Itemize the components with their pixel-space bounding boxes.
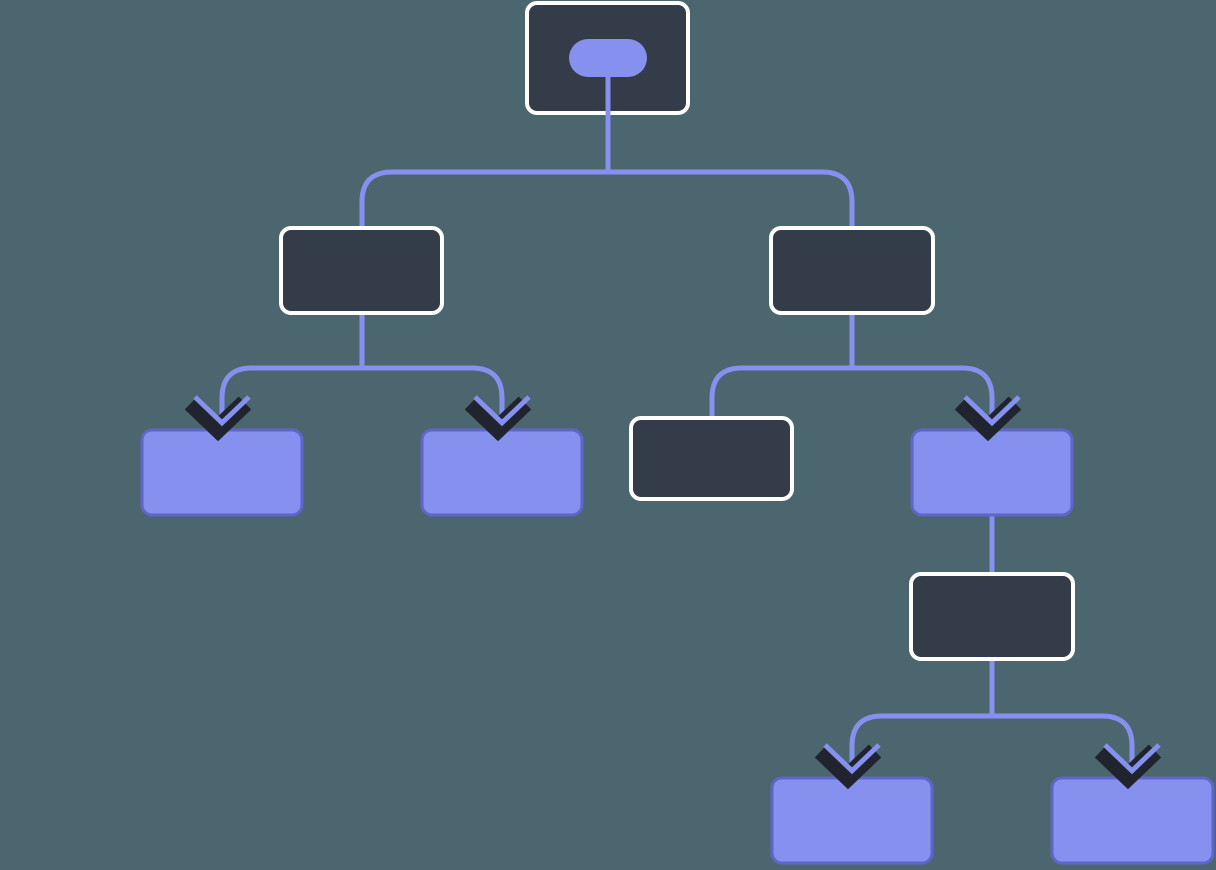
arrowhead-arrow-leaf-3: [954, 395, 1022, 442]
nodes-layer: [140, 1, 1215, 865]
connector-branch-right-to-dark-leaf: [709, 365, 852, 418]
connector-sub-branch-to-leaf-5: [992, 713, 1135, 780]
node-leaf-node-1[interactable]: [140, 428, 304, 517]
arrowhead-arrow-leaf-1: [184, 395, 252, 442]
node-dark-leaf-node[interactable]: [629, 416, 794, 501]
connector-sub-branch-to-leaf-4: [849, 713, 992, 780]
connector-branch-left-to-leaf-1: [219, 365, 362, 432]
node-leaf-node-3[interactable]: [910, 428, 1074, 517]
arrowhead-tip: [823, 743, 881, 775]
node-surface-dark[interactable]: [629, 416, 794, 501]
node-branch-node-right[interactable]: [769, 226, 935, 315]
connector-branch-right-to-leaf-3: [852, 365, 995, 432]
node-surface-accent[interactable]: [1050, 776, 1215, 865]
connectors-layer: [219, 113, 1135, 780]
node-surface-accent[interactable]: [770, 776, 934, 865]
node-leaf-node-2[interactable]: [420, 428, 584, 517]
arrowhead-arrow-leaf-4: [814, 743, 882, 790]
node-root-node[interactable]: [525, 1, 690, 118]
arrowhead-tip: [473, 395, 531, 427]
node-branch-node-left[interactable]: [279, 226, 444, 315]
node-surface-accent[interactable]: [140, 428, 304, 517]
node-surface-dark[interactable]: [279, 226, 444, 315]
arrowhead-arrow-leaf-5: [1094, 743, 1162, 790]
connector-root-to-branch-right: [608, 169, 855, 228]
connector-branch-left-to-leaf-2: [362, 365, 505, 432]
node-surface-dark[interactable]: [769, 226, 935, 315]
node-leaf-node-4[interactable]: [770, 776, 934, 865]
node-sub-branch-node[interactable]: [909, 572, 1075, 661]
arrowhead-tip: [193, 395, 251, 427]
arrowhead-tip: [1103, 743, 1161, 775]
connector-root-to-branch-left: [359, 169, 608, 228]
arrowheads-layer: [184, 395, 1162, 790]
node-surface-accent[interactable]: [910, 428, 1074, 517]
arrowhead-arrow-leaf-2: [464, 395, 532, 442]
node-leaf-node-5[interactable]: [1050, 776, 1215, 865]
node-surface-dark[interactable]: [909, 572, 1075, 661]
node-surface-accent[interactable]: [420, 428, 584, 517]
arrowhead-tip: [963, 395, 1021, 427]
